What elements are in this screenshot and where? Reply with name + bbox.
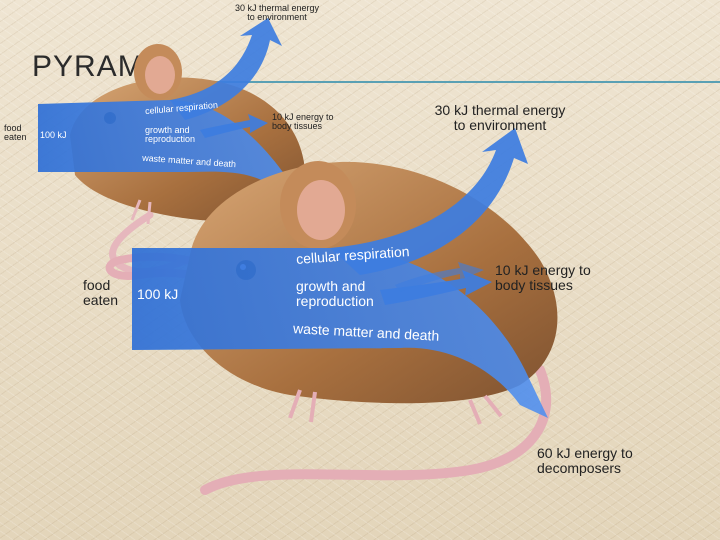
large-decomposer-line1: 60 kJ energy to — [537, 445, 633, 461]
large-decomposer-line2: decomposers — [537, 459, 622, 476]
large-tissue-label: 10 kJ energy to body tissues — [495, 263, 591, 292]
small-growth-line1: growth and — [145, 125, 190, 135]
large-mouse-tail-lower — [200, 365, 552, 495]
large-mouse-feet — [288, 389, 503, 425]
large-growth-line2: reproduction — [296, 292, 374, 309]
large-growth-line1: growth and — [296, 278, 366, 294]
title-rule — [180, 81, 720, 83]
small-tissue-line2: body tissues — [272, 121, 323, 132]
small-growth-line2: reproduction — [145, 134, 196, 145]
small-respiration-arrow — [170, 18, 282, 120]
small-growth-label: growth and reproduction — [145, 125, 196, 145]
large-input-energy: 100 kJ — [137, 286, 179, 302]
small-thermal-line1: 30 kJ thermal energy — [234, 3, 320, 13]
large-thermal-label: 30 kJ thermal energy to environment — [430, 103, 570, 132]
small-food-line1: food — [4, 123, 22, 133]
large-growth-label: growth and reproduction — [296, 279, 374, 308]
large-tissue-arrow-upper — [395, 262, 484, 292]
small-tissue-label: 10 kJ energy to body tissues — [272, 112, 334, 132]
large-tissue-line2: body tissues — [495, 276, 573, 293]
large-food-line2: eaten — [83, 291, 119, 308]
small-thermal-line2: to environment — [247, 12, 307, 23]
small-food-line2: eaten — [4, 132, 27, 143]
large-mouse-ear-inner — [297, 180, 345, 240]
small-flow — [38, 18, 300, 195]
large-food-label: food eaten — [83, 278, 118, 307]
large-flow — [132, 128, 548, 418]
small-tissue-line1: 10 kJ energy to — [272, 112, 334, 122]
large-thermal-line2: to environment — [453, 116, 547, 133]
large-tissue-line1: 10 kJ energy to — [495, 262, 591, 278]
large-respiration-arrow — [330, 128, 528, 275]
small-food-label: food eaten — [4, 123, 27, 143]
large-thermal-line1: 30 kJ thermal energy — [434, 102, 566, 118]
small-input-energy: 100 kJ — [40, 130, 67, 140]
small-mouse-feet — [130, 199, 274, 230]
large-decomposer-label: 60 kJ energy to decomposers — [537, 446, 633, 475]
small-tissue-arrow — [200, 114, 268, 138]
small-mouse-ear-inner — [145, 56, 175, 94]
large-tissue-arrow — [380, 270, 492, 305]
small-thermal-label: 30 kJ thermal energy to environment — [232, 3, 322, 23]
large-food-line1: food — [83, 277, 111, 293]
